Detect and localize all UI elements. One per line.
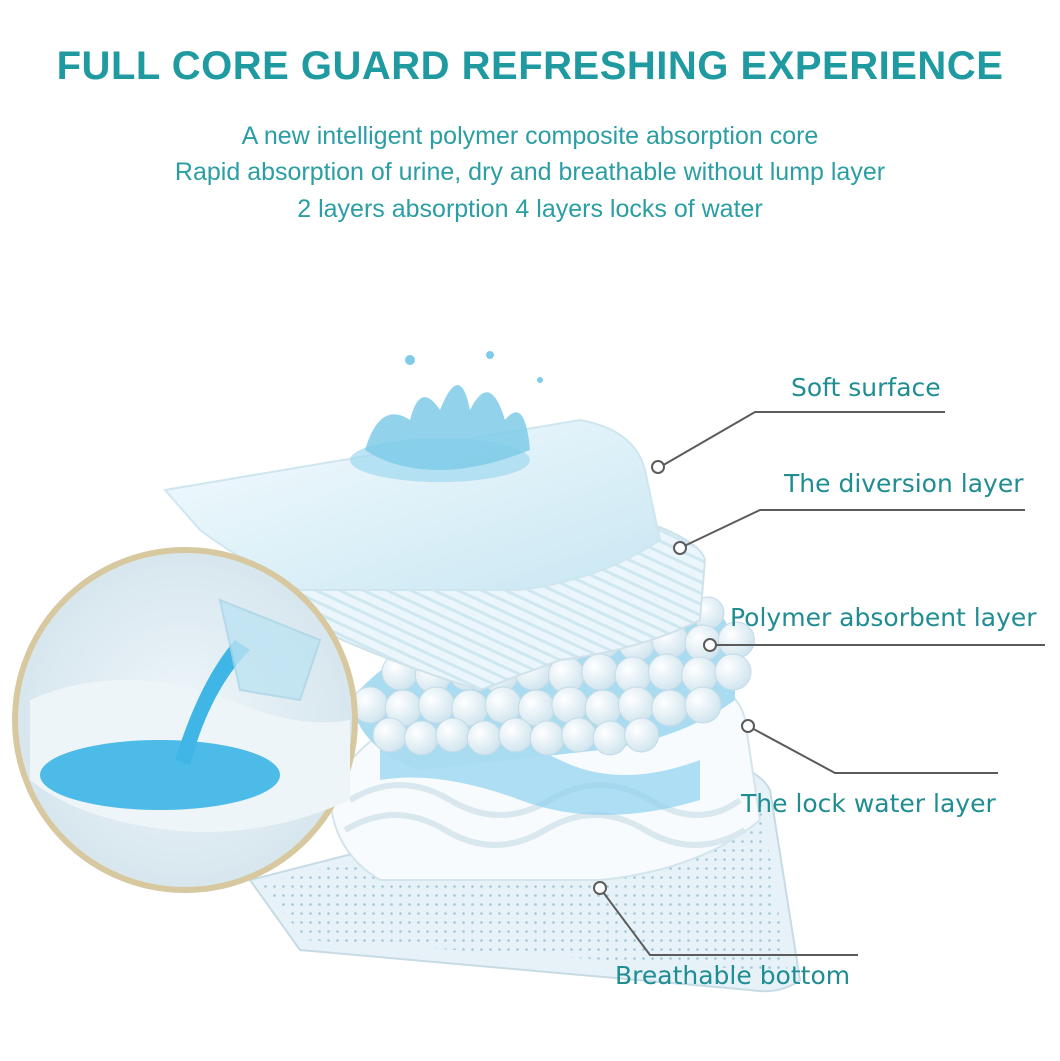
magnified-absorption-circle [12, 547, 358, 893]
polymer-ball [435, 717, 471, 753]
water-splash-icon [365, 385, 530, 470]
polymer-ball [617, 686, 655, 724]
polymer-ball [529, 720, 565, 756]
label-breathable-bottom: Breathable bottom [615, 961, 851, 990]
subtitle-line-3: 2 layers absorption 4 layers locks of wa… [297, 195, 763, 223]
polymer-ball [561, 717, 597, 753]
polymer-ball [581, 653, 619, 691]
label-soft-surface: Soft surface [791, 373, 941, 402]
label-lock-water-layer: The lock water layer [741, 789, 996, 818]
soft-surface-layer [163, 351, 662, 591]
polymer-ball [466, 720, 502, 756]
polymer-ball [714, 653, 752, 691]
page-title: FULL CORE GUARD REFRESHING EXPERIENCE [56, 44, 1004, 88]
polymer-ball [651, 689, 689, 727]
polymer-ball [418, 686, 456, 724]
subtitle-line-1: A new intelligent polymer composite abso… [241, 122, 819, 150]
subtitle-line-2: Rapid absorption of urine, dry and breat… [174, 158, 886, 186]
label-diversion-layer: The diversion layer [784, 469, 1024, 498]
polymer-ball [647, 653, 685, 691]
polymer-ball [551, 686, 589, 724]
label-polymer-absorbent-layer: Polymer absorbent layer [730, 603, 1037, 632]
polymer-ball [498, 717, 534, 753]
polymer-ball [372, 717, 408, 753]
polymer-ball [584, 689, 622, 727]
polymer-ball [624, 717, 660, 753]
leader-dots [593, 460, 755, 895]
leader-lines [599, 411, 1045, 956]
polymer-ball [684, 686, 722, 724]
polymer-ball [403, 720, 439, 756]
polymer-ball [592, 720, 628, 756]
